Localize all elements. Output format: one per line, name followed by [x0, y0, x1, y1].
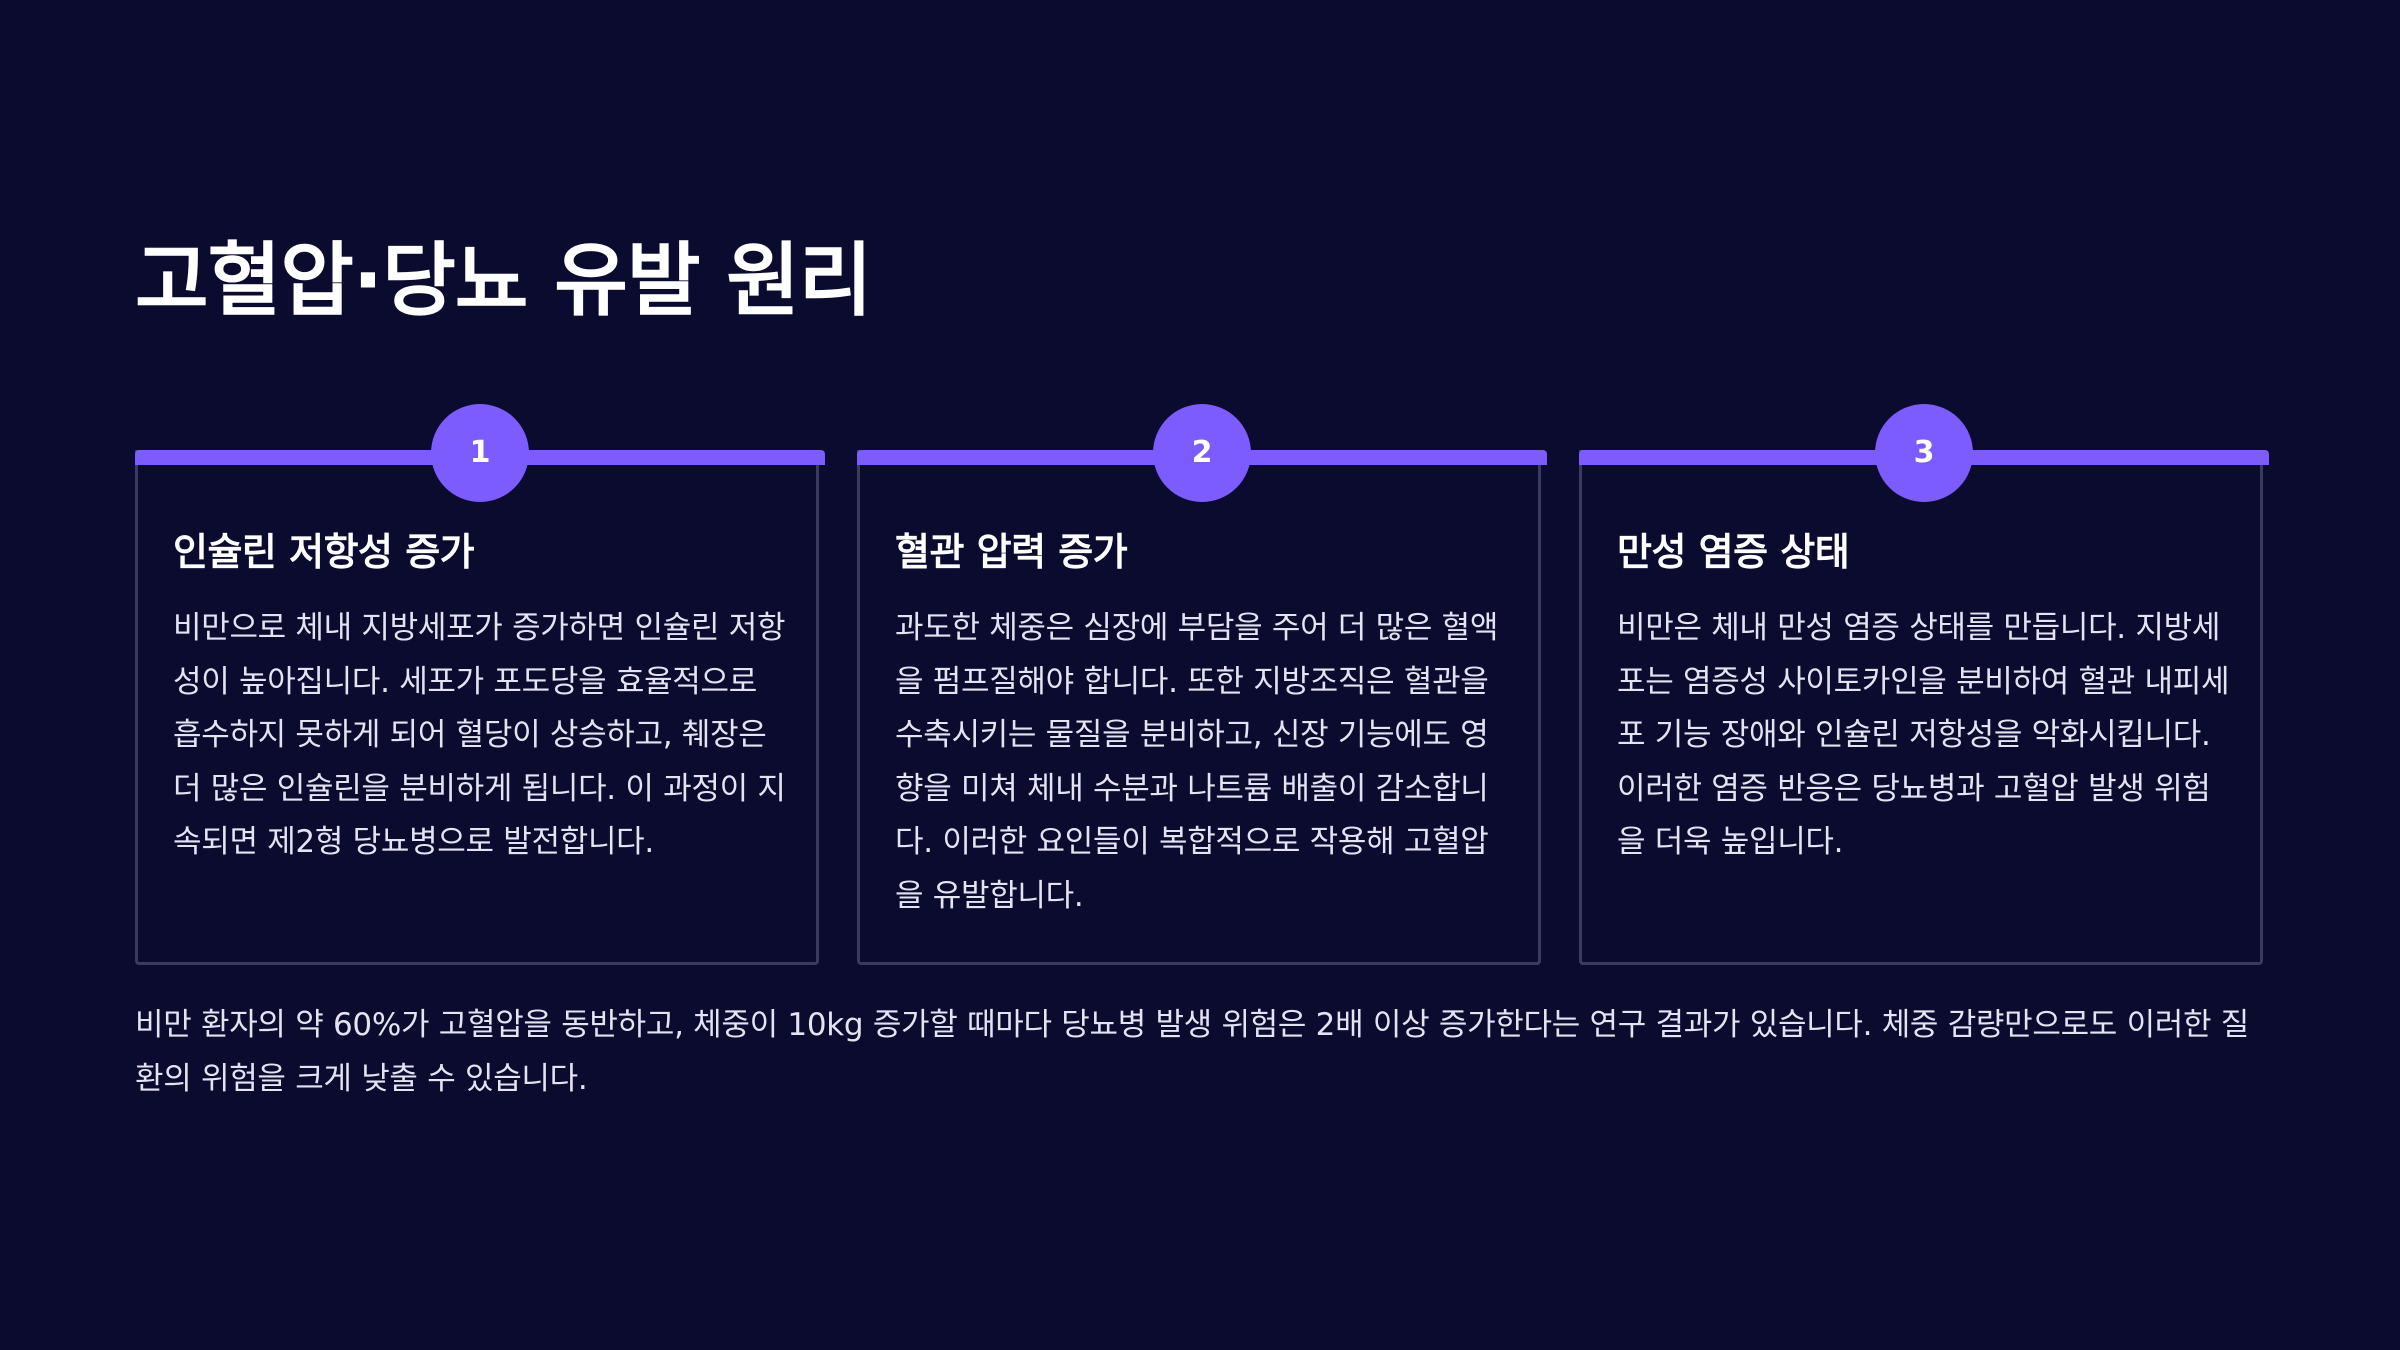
card-body: 과도한 체중은 심장에 부담을 주어 더 많은 혈액을 펌프질해야 합니다. 또… — [895, 610, 1499, 914]
cards-container: 1 인슐린 저항성 증가 비만으로 체내 지방세포가 증가하면 인슐린 저항성이… — [135, 404, 2269, 965]
page-title: 고혈압·당뇨 유발 원리 — [135, 234, 872, 327]
card-body: 비만으로 체내 지방세포가 증가하면 인슐린 저항성이 높아집니다. 세포가 포… — [173, 610, 786, 860]
card-chronic-inflammation: 3 만성 염증 상태 비만은 체내 만성 염증 상태를 만듭니다. 지방세포는 … — [1579, 404, 2269, 965]
step-number-badge: 2 — [1153, 404, 1251, 502]
card-title: 인슐린 저항성 증가 — [173, 530, 475, 574]
step-number-badge: 3 — [1875, 404, 1973, 502]
card-title: 혈관 압력 증가 — [895, 530, 1128, 574]
card-vascular-pressure: 2 혈관 압력 증가 과도한 체중은 심장에 부담을 주어 더 많은 혈액을 펌… — [857, 404, 1547, 965]
card-body: 비만은 체내 만성 염증 상태를 만듭니다. 지방세포는 염증성 사이토카인을 … — [1617, 610, 2230, 860]
card-insulin-resistance: 1 인슐린 저항성 증가 비만으로 체내 지방세포가 증가하면 인슐린 저항성이… — [135, 404, 825, 965]
step-number-badge: 1 — [431, 404, 529, 502]
card-title: 만성 염증 상태 — [1617, 530, 1850, 574]
footer-note: 비만 환자의 약 60%가 고혈압을 동반하고, 체중이 10kg 증가할 때마… — [135, 1007, 2250, 1097]
